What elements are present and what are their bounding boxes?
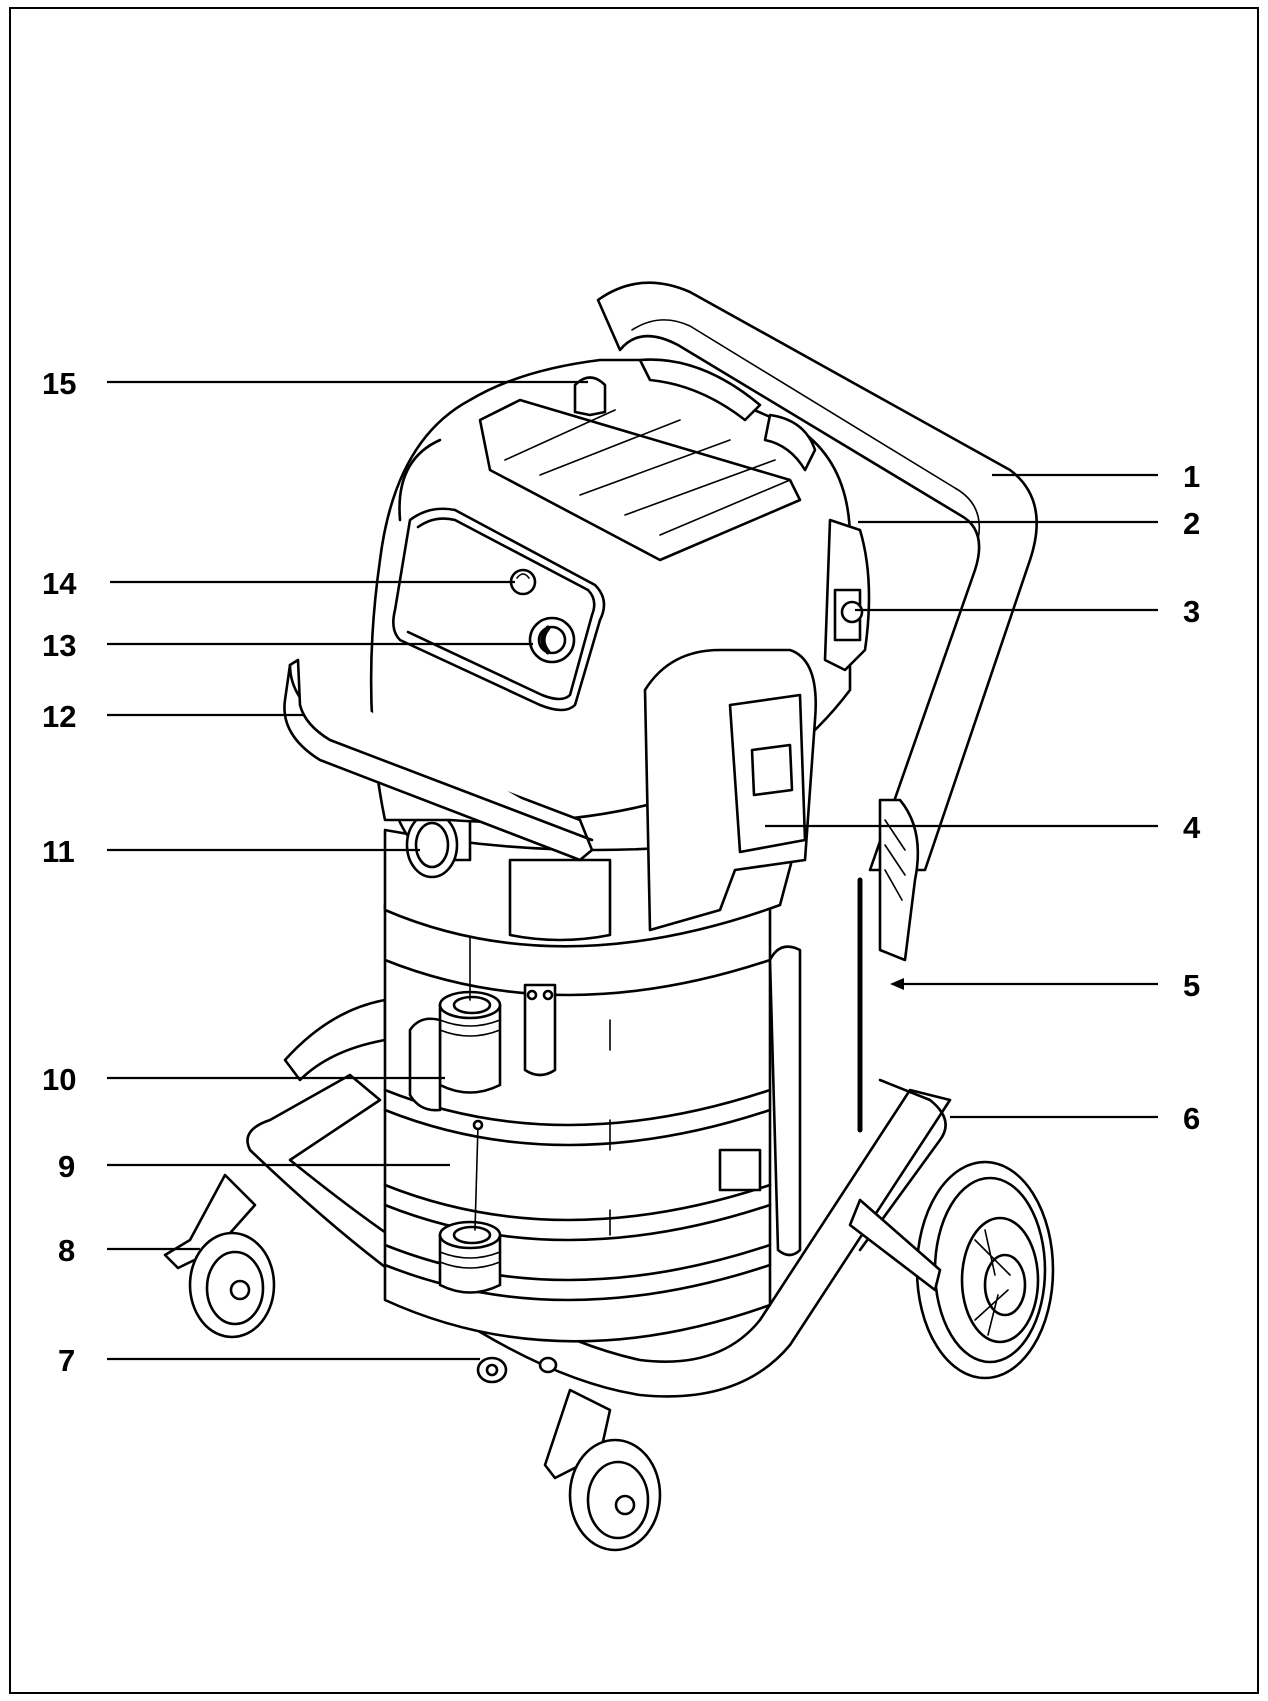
vacuum-illustration: [163, 281, 1055, 1552]
callout-15: 15: [42, 366, 76, 401]
leader-lines: [107, 380, 1158, 1361]
leader-5-arrowhead: [890, 978, 904, 990]
callout-2: 2: [1183, 506, 1200, 541]
chassis-frame: [246, 998, 952, 1398]
callout-1: 1: [1183, 459, 1200, 494]
callout-14: 14: [42, 566, 77, 601]
front-center-castor: [543, 1388, 662, 1552]
callout-13: 13: [42, 628, 76, 663]
push-handle: [596, 281, 1038, 872]
carry-handle: [283, 658, 594, 862]
filter-flap: [643, 648, 817, 932]
exhaust-cover: [823, 518, 871, 672]
drain-valve: [476, 1356, 558, 1384]
gauge-lower: [438, 1119, 502, 1294]
callout-10: 10: [42, 1062, 76, 1097]
callout-9: 9: [58, 1149, 75, 1184]
rear-wheel: [915, 1160, 1055, 1380]
page-border: [9, 7, 1259, 1694]
callout-3: 3: [1183, 594, 1200, 629]
callout-7: 7: [58, 1343, 75, 1378]
front-left-castor: [163, 1173, 276, 1339]
callout-12: 12: [42, 699, 76, 734]
gauge-upper: [408, 919, 502, 1112]
callout-5: 5: [1183, 968, 1200, 1003]
callout-8: 8: [58, 1233, 75, 1268]
side-rod: [857, 798, 920, 1133]
callout-6: 6: [1183, 1101, 1200, 1136]
callout-4: 4: [1183, 810, 1201, 845]
callout-11: 11: [42, 834, 75, 869]
callout-numbers: 15 14 13 12 11 10 9 8 7 1 2 3 4 5 6: [42, 366, 1201, 1378]
side-tube: [768, 945, 802, 1257]
